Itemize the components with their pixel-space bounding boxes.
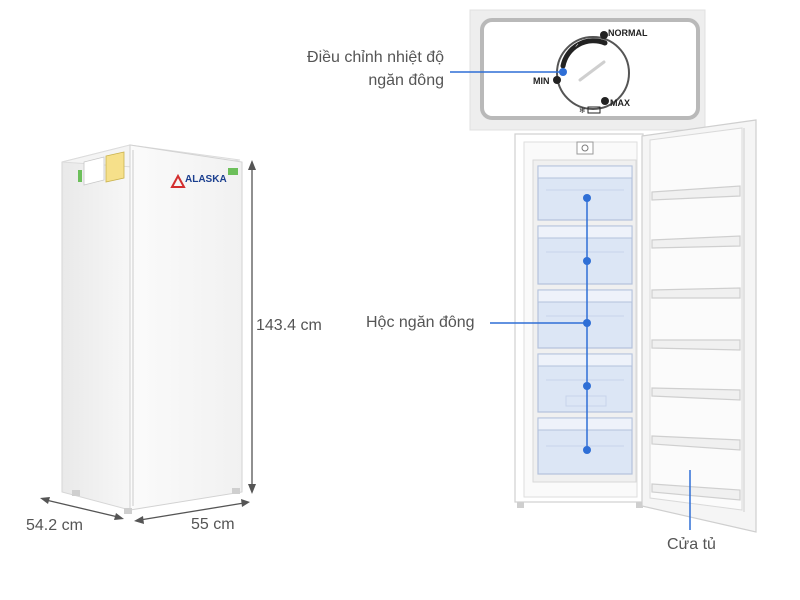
foot-front-left: [124, 508, 132, 514]
drawer[interactable]: [537, 417, 633, 475]
drawer-label: Hộc ngăn đông: [366, 314, 475, 331]
door-shelf: [651, 287, 741, 299]
freezer-front-door: [129, 144, 243, 511]
open-freezer: [514, 119, 757, 533]
max-marker-dot: [601, 97, 609, 105]
door-shelf: [651, 483, 741, 501]
front-badge: [228, 168, 238, 175]
fast-freeze-icon: [587, 106, 601, 114]
dial-min-text: MIN: [533, 76, 550, 86]
drawer-callout-dot: [583, 319, 591, 327]
drawer[interactable]: [537, 225, 633, 285]
drawer[interactable]: [537, 165, 633, 221]
drawer[interactable]: [537, 289, 633, 349]
energy-label-sticker: [105, 151, 125, 183]
width-dimension-line: [139, 502, 245, 521]
brand-logo-icon: [170, 173, 186, 188]
width-label: 55 cm: [191, 516, 235, 533]
thermostat-inset: NORMAL MIN MAX ❄ ᐟ: [469, 9, 706, 131]
open-foot-right: [636, 502, 643, 508]
door-shelf: [651, 435, 741, 451]
door-shelf: [651, 185, 741, 201]
dial-face: [565, 45, 621, 101]
door-label: Cửa tủ: [667, 536, 716, 553]
internal-control-box: [576, 141, 594, 155]
dial-max-text: MAX: [610, 98, 630, 108]
dimension-lines: [40, 160, 256, 524]
green-tag: [78, 170, 82, 182]
foot-left: [72, 490, 80, 496]
thermostat-callout-dot: [559, 68, 567, 76]
depth-label: 54.2 cm: [26, 517, 83, 534]
normal-marker-dot: [600, 31, 608, 39]
height-arrow-top-icon: [248, 160, 256, 170]
min-marker-dot: [553, 76, 561, 84]
depth-arrow-right-icon: [114, 513, 124, 520]
thermostat-callout: [450, 68, 567, 76]
drawer-callout: [490, 194, 591, 454]
dial-normal-text: NORMAL: [608, 28, 648, 38]
dial-tick-mark: ᐟ: [575, 42, 579, 52]
depth-arrow-left-icon: [40, 497, 50, 504]
width-arrow-left-icon: [134, 516, 144, 524]
brand-logo-text: ALASKA: [185, 174, 227, 185]
open-foot-left: [517, 502, 524, 508]
door-shelves: [651, 185, 741, 501]
dial-range-arc: [560, 38, 608, 69]
drawer-callout-dot: [583, 257, 591, 265]
freezer-side-panel: [61, 144, 131, 511]
dial-pointer: [578, 60, 606, 82]
height-arrow-bottom-icon: [248, 484, 256, 494]
door-shelf: [651, 235, 741, 249]
door-shelf: [651, 387, 741, 401]
thermostat-label-line2: ngăn đông: [368, 72, 444, 89]
depth-dimension-line: [45, 499, 119, 518]
door-shelf: [651, 339, 741, 351]
height-label: 143.4 cm: [256, 317, 322, 334]
width-arrow-right-icon: [241, 499, 250, 507]
spec-sticker: [83, 156, 105, 186]
foot-front-right: [232, 488, 240, 494]
drawer-callout-dot: [583, 446, 591, 454]
drawer-callout-dot: [583, 194, 591, 202]
drawer-callout-dot: [583, 382, 591, 390]
door-inner-panel: [649, 127, 743, 511]
closed-freezer: [61, 144, 243, 514]
thermostat-label-line1: Điều chỉnh nhiệt độ: [307, 49, 444, 66]
snowflake-icon: ❄: [579, 106, 586, 115]
internal-knob-icon: [581, 144, 589, 152]
